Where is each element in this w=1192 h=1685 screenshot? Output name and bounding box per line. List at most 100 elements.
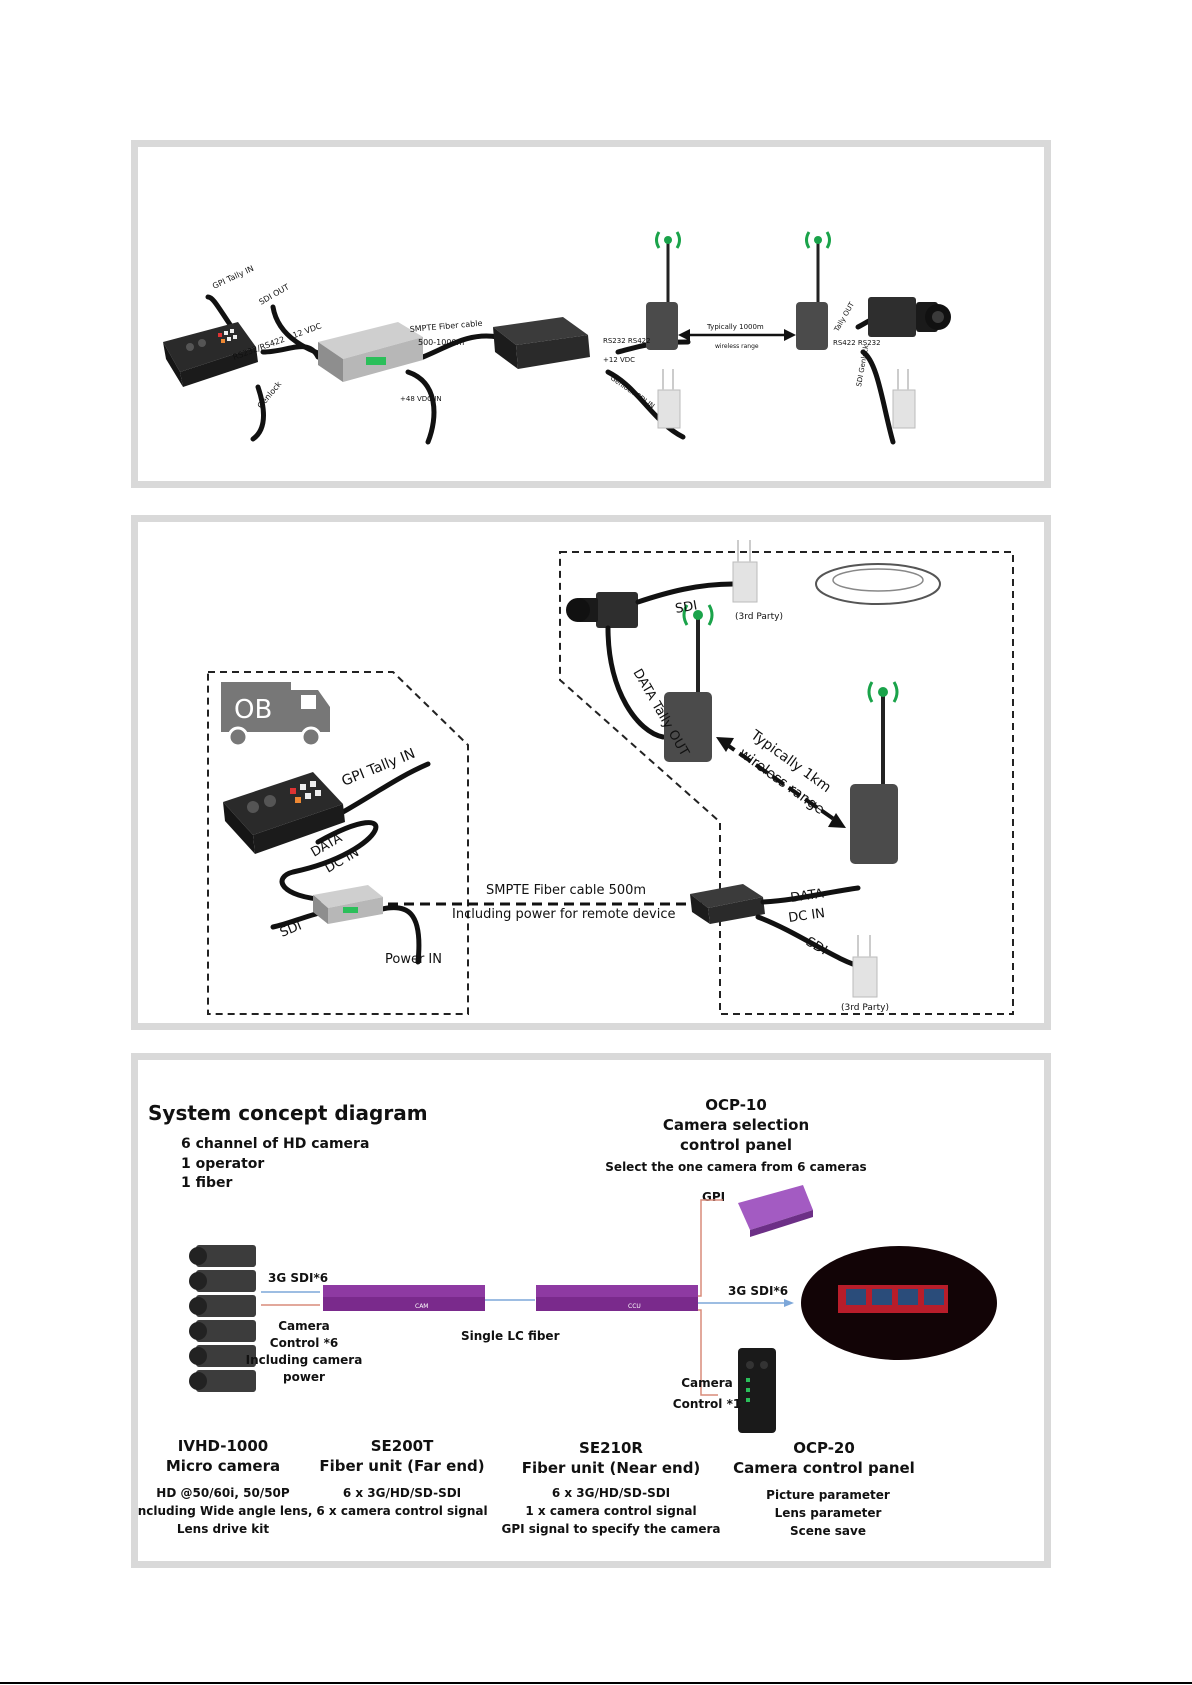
rack-label-cam: CAM — [415, 1303, 428, 1310]
stadium-illustration — [815, 563, 941, 605]
label-camera-control-6-l2: Control *6 — [270, 1336, 338, 1350]
unit-3-desc-1: 6 x 3G/HD/SD-SDI — [552, 1486, 670, 1500]
cable-genlock-remote — [605, 369, 686, 440]
label-dc-in-right: DC IN — [787, 906, 826, 926]
summary-line-2: 1 operator — [181, 1156, 264, 1172]
camera-device — [566, 592, 638, 628]
diagram-2-canvas: OB — [207, 540, 1014, 1015]
cable-power-in — [375, 905, 422, 965]
wireless-link-arrow — [721, 740, 840, 824]
cable-sdi-camera — [860, 349, 896, 445]
label-camera-control-6-l3: Including camera — [246, 1353, 363, 1367]
unit-1-sub: Micro camera — [166, 1457, 280, 1475]
label-camera-control-6-l1: Camera — [278, 1319, 330, 1333]
diagram-panel-1: GPI Tally IN SDI OUT RS232/RS422 +12 VDC… — [131, 140, 1051, 488]
ocp10-device — [738, 1185, 813, 1237]
label-smpte-fiber: SMPTE Fiber cable — [409, 319, 482, 334]
page-bottom-rule — [0, 1682, 1192, 1684]
fiber-unit-near — [318, 322, 423, 382]
camera-stack — [189, 1245, 256, 1392]
label-sdi6-right: 3G SDI*6 — [728, 1284, 788, 1298]
unit-4-sub: Camera control panel — [733, 1459, 915, 1477]
camera-device — [868, 297, 951, 337]
fiber-unit-near — [313, 885, 383, 924]
label-tally-out: Tally OUT — [832, 300, 856, 334]
cable-gpi-tally — [340, 761, 431, 815]
unit-1-desc-1: HD @50/60i, 50/50P — [156, 1486, 290, 1500]
remote-zone — [559, 551, 1014, 1015]
fiber-unit-remote — [493, 317, 590, 369]
diagram-panel-2: OB — [131, 515, 1051, 1030]
label-sdi-genlock: SDI Genlock — [855, 343, 870, 387]
unit-3-desc-3: GPI signal to specify the camera — [501, 1522, 720, 1536]
ocp20-device — [738, 1348, 776, 1433]
third-party-device-2 — [892, 369, 916, 429]
cable-48v — [405, 369, 437, 445]
rack-label-ccu: CCU — [628, 1303, 641, 1310]
label-sdi-top: SDI — [674, 598, 698, 617]
unit-1-desc-3: Lens drive kit — [177, 1522, 270, 1536]
cable-gpi — [205, 294, 236, 332]
ocp10-line-1: Camera selection — [663, 1116, 809, 1134]
label-including-power: Including power for remote device — [452, 907, 675, 922]
third-party-device-top — [732, 540, 758, 603]
label-typically-1000m: Typically 1000m — [706, 323, 764, 331]
cable-sdi-top — [635, 581, 736, 605]
wireless-transmitter-2 — [850, 681, 899, 864]
unit-3-desc-2: 1 x camera control signal — [525, 1504, 696, 1518]
unit-4-desc-2: Lens parameter — [775, 1506, 882, 1520]
cable-data-right — [760, 885, 861, 905]
label-sdi6-left: 3G SDI*6 — [268, 1271, 328, 1285]
label-sdi-left: SDI — [278, 919, 304, 941]
label-genlock-sdi-in: Genlock SDI IN — [609, 374, 656, 410]
unit-2-desc-2: 6 x camera control signal — [316, 1504, 487, 1518]
se200t-rack — [323, 1285, 485, 1311]
control-panel-device — [223, 772, 345, 854]
wireless-transmitter-1 — [646, 231, 681, 350]
cable-genlock — [250, 384, 266, 442]
monitor-wall-image — [801, 1246, 997, 1360]
label-rs422-rs232: RS422 RS232 — [833, 339, 881, 347]
cable-data-dc — [279, 820, 379, 903]
control-link-right — [698, 1309, 718, 1396]
label-12vdc-remote: +12 VDC — [603, 356, 635, 364]
unit-4-name: OCP-20 — [793, 1439, 855, 1457]
label-3rd-party-bottom: (3rd Party) — [841, 1003, 889, 1013]
label-camera-control-1-l1: Camera — [681, 1376, 733, 1390]
wireless-transmitter-1 — [664, 604, 714, 762]
label-gpi: GPI — [702, 1190, 725, 1204]
label-data-right: DATA — [789, 886, 824, 906]
label-48vdc: +48 VDC IN — [400, 395, 442, 403]
system-concept-title: System concept diagram — [148, 1101, 428, 1125]
diagram-3-canvas: System concept diagram 6 channel of HD c… — [138, 1096, 997, 1538]
label-gpi-tally-in: GPI Tally IN — [340, 746, 418, 790]
third-party-device-1 — [657, 369, 681, 429]
unit-2-name: SE200T — [371, 1437, 434, 1455]
label-smpte-fiber: SMPTE Fiber cable 500m — [486, 883, 646, 898]
label-camera-control-6-l4: power — [283, 1370, 325, 1384]
unit-1-desc-2: including Wide angle lens, — [138, 1504, 312, 1518]
unit-4-desc-3: Scene save — [790, 1524, 866, 1538]
label-gpi-tally-in: GPI Tally IN — [211, 264, 255, 291]
gpi-link — [698, 1199, 723, 1297]
unit-2-sub: Fiber unit (Far end) — [319, 1457, 484, 1475]
summary-line-1: 6 channel of HD camera — [181, 1136, 369, 1152]
label-wireless-range: wireless range — [715, 343, 759, 350]
ocp10-name: OCP-10 — [705, 1096, 767, 1114]
third-party-device-bottom — [852, 935, 878, 998]
cable-data-tally — [605, 625, 666, 740]
ob-truck-icon — [221, 682, 330, 748]
control-panel-device — [163, 322, 258, 387]
unit-3-sub: Fiber unit (Near end) — [522, 1459, 701, 1477]
fiber-unit-remote — [690, 884, 765, 924]
cable-fiber — [420, 333, 501, 360]
unit-2-desc-1: 6 x 3G/HD/SD-SDI — [343, 1486, 461, 1500]
ob-zone — [207, 671, 469, 1015]
se210r-rack — [536, 1285, 698, 1311]
diagram-panel-3: System concept diagram 6 channel of HD c… — [131, 1053, 1051, 1568]
summary-line-3: 1 fiber — [181, 1175, 233, 1191]
label-rs232-rs422-remote: RS232 RS422 — [603, 337, 651, 345]
unit-1-name: IVHD-1000 — [178, 1437, 268, 1455]
ocp10-line-2: control panel — [680, 1136, 792, 1154]
unit-3-name: SE210R — [579, 1439, 643, 1457]
